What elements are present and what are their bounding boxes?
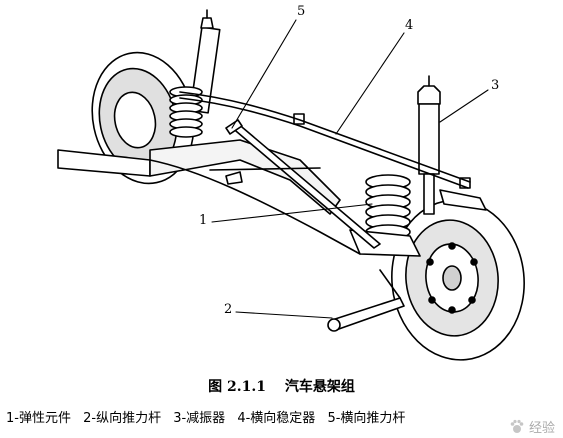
figure-caption: 图 2.1.1 汽车悬架组 [0,376,563,396]
suspension-drawing [57,9,525,361]
cross-member [149,159,361,255]
callout-4: 4 [405,18,414,33]
watermark: 经验 [509,417,555,436]
callout-2: 2 [224,302,233,317]
paw-icon [510,419,524,433]
callout-5: 5 [297,4,306,19]
legend-item: 5-横向推力杆 [327,411,406,426]
longitudinal-rod [327,269,405,332]
figure-title: 汽车悬架组 [284,379,355,395]
transverse-rod [225,119,381,249]
right-spring [365,174,411,240]
stabilizer-bar [179,91,471,189]
right-damper [417,75,441,215]
legend-item: 1-弹性元件 [6,411,71,426]
legend-item: 2-纵向推力杆 [83,411,162,426]
callout-3: 3 [491,78,500,93]
legend-item: 3-减振器 [173,411,226,426]
legend: 1-弹性元件 2-纵向推力杆 3-减振器 4-横向稳定器 5-横向推力杆 [6,407,413,426]
callout-1: 1 [199,213,208,228]
leader-lines [211,19,489,319]
legend-item: 4-横向稳定器 [237,411,316,426]
watermark-text: 经验 [528,421,555,436]
figure-number: 图 2.1.1 [208,379,266,395]
